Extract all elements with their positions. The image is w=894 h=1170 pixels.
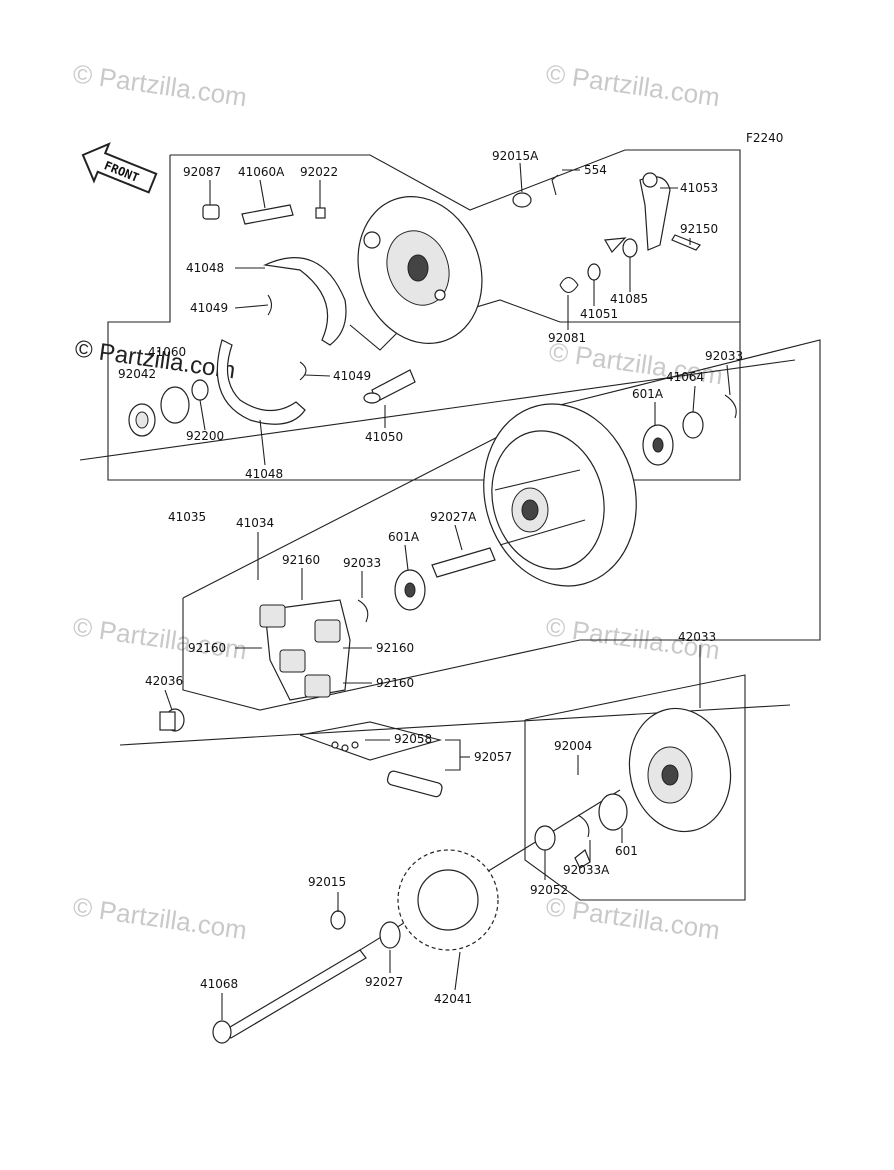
sprocket-coupling <box>534 707 732 869</box>
part-label-41064: 41064 <box>666 370 704 384</box>
part-label-41035: 41035 <box>168 510 206 524</box>
part-label-92160-d: 92160 <box>376 676 414 690</box>
part-label-92200: 92200 <box>186 429 224 443</box>
part-label-92160: 92160 <box>282 553 320 567</box>
watermark-text: © Partzilla.com <box>71 58 249 112</box>
axle <box>212 949 367 1044</box>
part-label-601: 601 <box>615 844 638 858</box>
part-label-92058: 92058 <box>394 732 432 746</box>
part-labels: 92087 41060A 92022 92015A 554 41053 9215… <box>118 149 743 1006</box>
part-label-92160-b: 92160 <box>188 641 226 655</box>
figure-code: F2240 <box>746 131 783 145</box>
brake-arm <box>512 172 701 294</box>
hub-bearings <box>357 394 737 623</box>
part-label-92087: 92087 <box>183 165 221 179</box>
brake-panel <box>357 195 483 345</box>
part-label-41048b: 41048 <box>245 467 283 481</box>
part-label-92033A: 92033A <box>563 863 610 877</box>
part-label-41085: 41085 <box>610 292 648 306</box>
part-label-41053: 41053 <box>680 181 718 195</box>
watermark-text: © Partzilla.com <box>71 611 249 665</box>
part-label-92033: 92033 <box>705 349 743 363</box>
part-label-554: 554 <box>584 163 607 177</box>
watermark-text: © Partzilla.com <box>544 58 722 112</box>
brake-shoes <box>216 257 347 425</box>
part-label-92027A: 92027A <box>430 510 477 524</box>
part-label-42036: 42036 <box>145 674 183 688</box>
part-label-41050: 41050 <box>365 430 403 444</box>
part-label-41060A: 41060A <box>238 165 285 179</box>
part-label-92057: 92057 <box>474 750 512 764</box>
chain-link <box>331 741 443 798</box>
part-label-41068: 41068 <box>200 977 238 991</box>
part-label-92015A: 92015A <box>492 149 539 163</box>
wheel-damper <box>259 599 351 701</box>
part-label-92027: 92027 <box>365 975 403 989</box>
part-label-601A: 601A <box>632 387 664 401</box>
part-label-92042: 92042 <box>118 367 156 381</box>
front-arrow: FRONT <box>81 142 158 194</box>
left-bearing <box>128 379 209 437</box>
watermark-text: © Partzilla.com <box>71 891 249 945</box>
watermark-text: © Partzilla.com <box>544 891 722 945</box>
part-label-41034: 41034 <box>236 516 274 530</box>
part-label-41049: 41049 <box>190 301 228 315</box>
part-label-42033: 42033 <box>678 630 716 644</box>
part-label-41051: 41051 <box>580 307 618 321</box>
rear-sprocket <box>330 849 499 951</box>
part-label-92160-c: 92160 <box>376 641 414 655</box>
group-outlines <box>107 149 821 901</box>
part-label-92033-b: 92033 <box>343 556 381 570</box>
leader-lines <box>164 162 731 1020</box>
part-label-92022: 92022 <box>300 165 338 179</box>
brake-cam <box>202 204 416 404</box>
part-label-92015: 92015 <box>308 875 346 889</box>
collar <box>159 708 185 732</box>
part-label-92081: 92081 <box>548 331 586 345</box>
part-label-92052: 92052 <box>530 883 568 897</box>
part-label-92004: 92004 <box>554 739 592 753</box>
part-label-42041: 42041 <box>434 992 472 1006</box>
wheel-hub <box>483 403 637 587</box>
part-label-601A-b: 601A <box>388 530 420 544</box>
part-label-41049b: 41049 <box>333 369 371 383</box>
part-label-92150: 92150 <box>680 222 718 236</box>
part-label-41048: 41048 <box>186 261 224 275</box>
part-label-41060: 41060 <box>148 345 186 359</box>
